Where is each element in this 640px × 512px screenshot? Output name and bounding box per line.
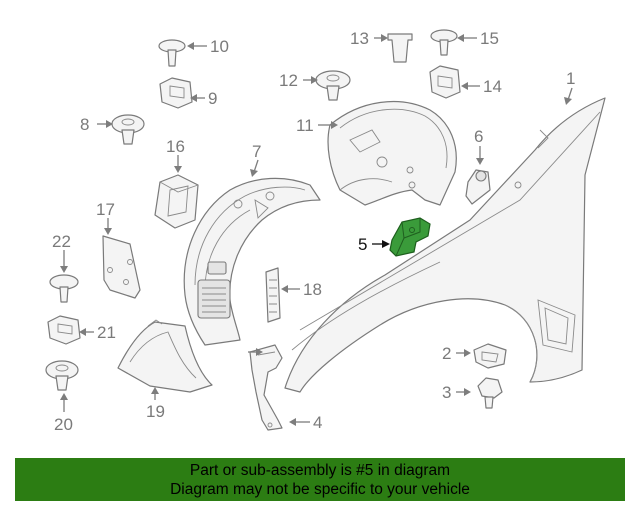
callout-3: 3 <box>442 383 451 402</box>
callout-2: 2 <box>442 344 451 363</box>
callout-20: 20 <box>54 415 73 434</box>
callout-13: 13 <box>350 29 369 48</box>
part-14-clip-nut <box>429 65 461 99</box>
callout-15: 15 <box>480 29 499 48</box>
part-2-clip-nut <box>473 343 507 369</box>
banner-line-1: Part or sub-assembly is #5 in diagram <box>189 462 451 479</box>
part-21-clip-nut <box>47 315 81 345</box>
callout-18: 18 <box>303 280 322 299</box>
callout-14: 14 <box>483 77 502 96</box>
part-5-bracket-highlighted <box>389 217 431 257</box>
part-7-wheel-arch-liner <box>183 177 321 346</box>
info-banner: Part or sub-assembly is #5 in diagram Di… <box>15 458 625 501</box>
callout-7: 7 <box>252 142 261 161</box>
banner-line-2: Diagram may not be specific to your vehi… <box>170 481 470 498</box>
part-18-vent-strip <box>265 267 281 323</box>
part-8-rivet <box>111 114 145 145</box>
callout-6: 6 <box>474 127 483 146</box>
callout-10: 10 <box>210 37 229 56</box>
part-11-inner-liner <box>327 100 457 206</box>
part-12-rivet <box>315 70 351 101</box>
part-19-underbody-shield <box>117 319 213 393</box>
part-4-lower-bracket <box>249 344 283 431</box>
callout-21: 21 <box>97 323 116 342</box>
callout-19: 19 <box>146 402 165 421</box>
callout-11: 11 <box>296 116 314 135</box>
part-10-push-clip <box>158 39 186 67</box>
callout-labels: 10 9 8 16 7 17 22 18 21 19 20 12 11 13 1… <box>52 29 575 434</box>
part-3-bolt <box>477 377 503 409</box>
part-9-clip-nut <box>159 77 193 109</box>
part-15-push-clip <box>430 29 458 56</box>
part-17-shield-plate <box>102 235 141 299</box>
callout-8: 8 <box>80 115 89 134</box>
leader-lines <box>60 34 573 426</box>
callout-4: 4 <box>313 413 322 432</box>
part-13-expansion-nut <box>387 33 413 63</box>
part-22-push-clip <box>49 274 79 303</box>
part-1-fender <box>284 97 606 393</box>
callout-16: 16 <box>166 137 185 156</box>
part-16-module <box>154 174 199 229</box>
callout-1: 1 <box>566 69 575 88</box>
part-6-bracket <box>465 169 491 205</box>
callout-22: 22 <box>52 232 71 251</box>
callout-5: 5 <box>358 235 367 254</box>
callout-9: 9 <box>208 89 217 108</box>
callout-12: 12 <box>279 71 298 90</box>
callout-17: 17 <box>96 200 115 219</box>
part-20-rivet <box>45 360 79 391</box>
